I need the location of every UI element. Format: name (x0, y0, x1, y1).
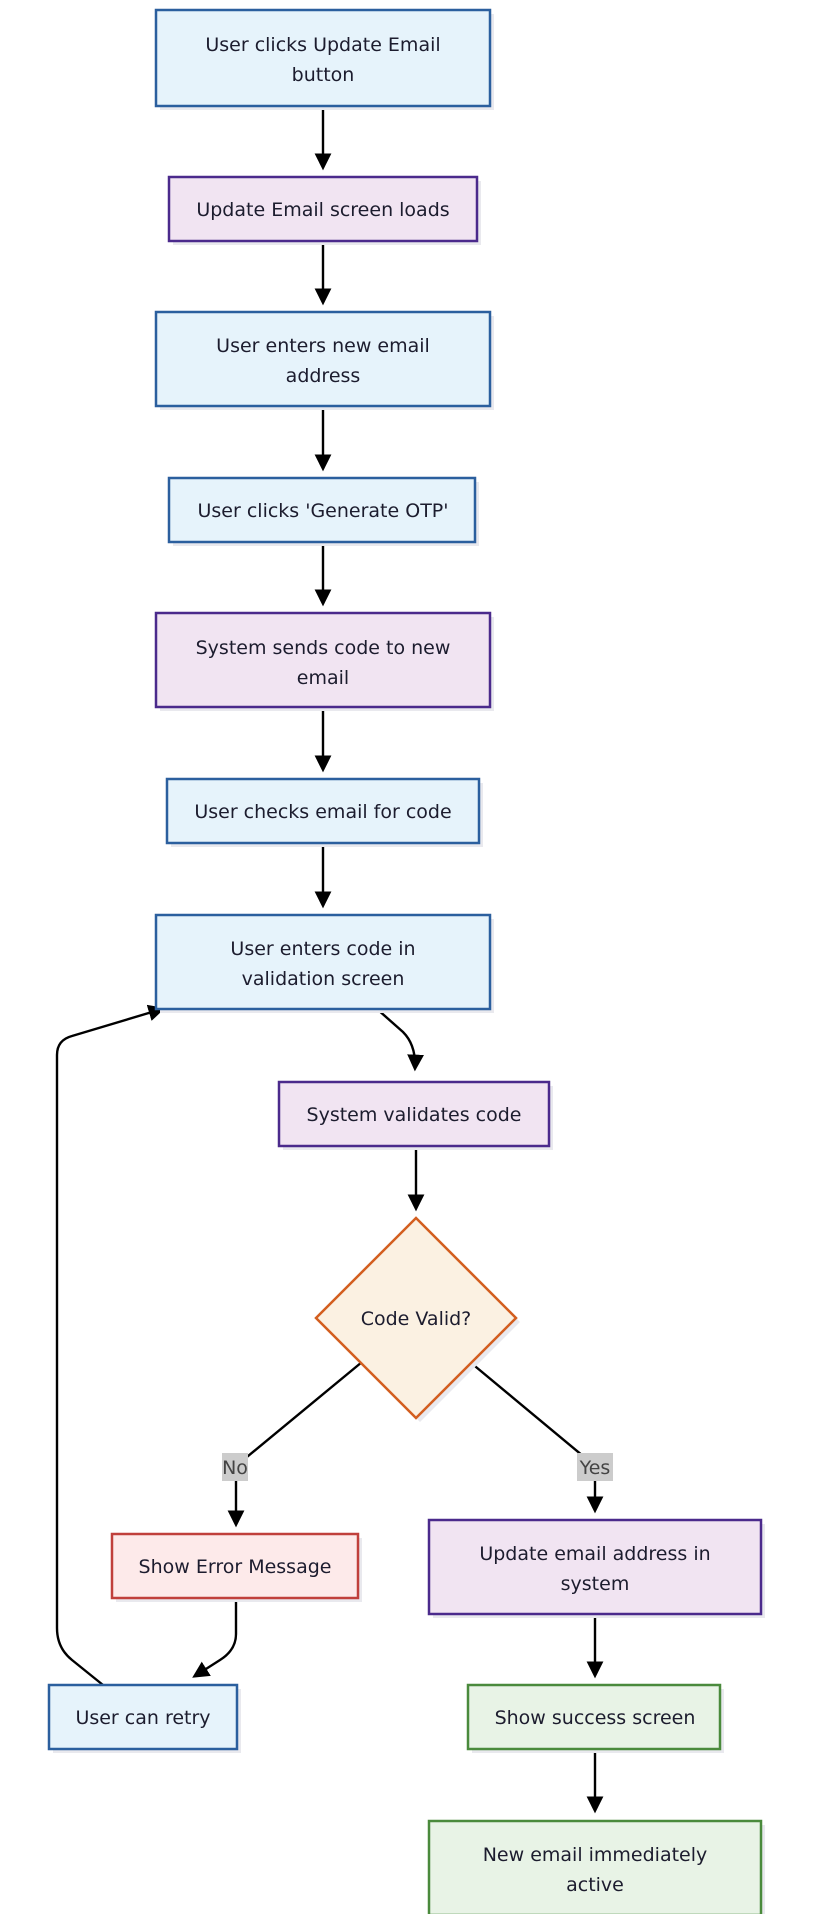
svg-text:User can retry: User can retry (75, 1707, 210, 1729)
svg-text:User checks email for code: User checks email for code (194, 801, 451, 823)
svg-text:System validates code: System validates code (307, 1104, 522, 1126)
svg-text:Code Valid?: Code Valid? (361, 1308, 472, 1330)
edge-label-no: No (222, 1453, 248, 1481)
node-show-success-screen: Show success screen (466, 1683, 724, 1753)
edge-n7-n8 (376, 1008, 424, 1072)
edge-n10-n11 (192, 1600, 238, 1678)
node-user-clicks-generate-otp: User clicks 'Generate OTP' (167, 476, 479, 546)
edge-n9-n10 (227, 1361, 363, 1528)
svg-text:Show Error Message: Show Error Message (139, 1556, 332, 1578)
svg-text:Show success screen: Show success screen (495, 1707, 696, 1729)
edge-label-no-text: No (222, 1457, 248, 1479)
edge-n11-n7 (55, 1004, 166, 1686)
decision-code-valid: Code Valid? (314, 1216, 520, 1422)
node-update-email-screen-loads: Update Email screen loads (167, 175, 481, 245)
svg-text:Update Email screen loads: Update Email screen loads (196, 199, 449, 221)
edge-label-yes: Yes (577, 1453, 613, 1481)
node-system-validates-code: System validates code (277, 1080, 553, 1150)
node-user-checks-email: User checks email for code (165, 777, 483, 847)
svg-text:User clicks 'Generate OTP': User clicks 'Generate OTP' (198, 500, 449, 522)
node-show-error-message: Show Error Message (110, 1532, 362, 1602)
edge-n9-n12 (469, 1361, 604, 1514)
edge-label-yes-text: Yes (579, 1457, 611, 1479)
node-user-can-retry: User can retry (47, 1683, 241, 1753)
